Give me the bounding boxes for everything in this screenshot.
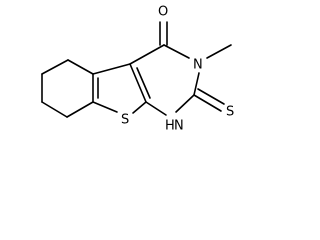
bond-s-c8a (132, 101, 147, 114)
bond-n3-methyl (206, 44, 232, 59)
bond-layer (41, 21, 232, 118)
molecule-structure: O N S N H S (41, 5, 234, 134)
bond-cyclohex-bottom (66, 101, 94, 118)
bond-n1-c8a (145, 101, 167, 116)
bond-n3-c2 (193, 72, 200, 96)
atom-nh-nitrogen: N (174, 119, 184, 134)
bond-c3a-c4a (92, 63, 131, 75)
bond-c4a-c8a-double (136, 67, 151, 99)
atom-thioxo-sulfur: S (226, 105, 234, 120)
atom-label-layer: O N S N H S (121, 5, 234, 134)
bond-c4a-c8a (129, 63, 147, 103)
bond-cyclohex-lower-left (41, 101, 68, 118)
bond-c2-s (193, 94, 222, 112)
bond-c4a-c4 (129, 44, 165, 65)
atom-n-methyl: N (193, 58, 203, 73)
bond-c4-n3 (163, 44, 190, 59)
atom-oxygen: O (158, 5, 168, 20)
atom-thiophene-sulfur: S (121, 113, 129, 128)
atom-nh-hydrogen: H (165, 119, 175, 134)
bond-c2-s-double (197, 88, 225, 105)
bond-c2-n1 (175, 94, 195, 113)
bond-c7a-s (92, 101, 118, 113)
bond-cyclohex-top-left (41, 59, 69, 75)
bond-cyclohex-top-right (67, 59, 94, 75)
